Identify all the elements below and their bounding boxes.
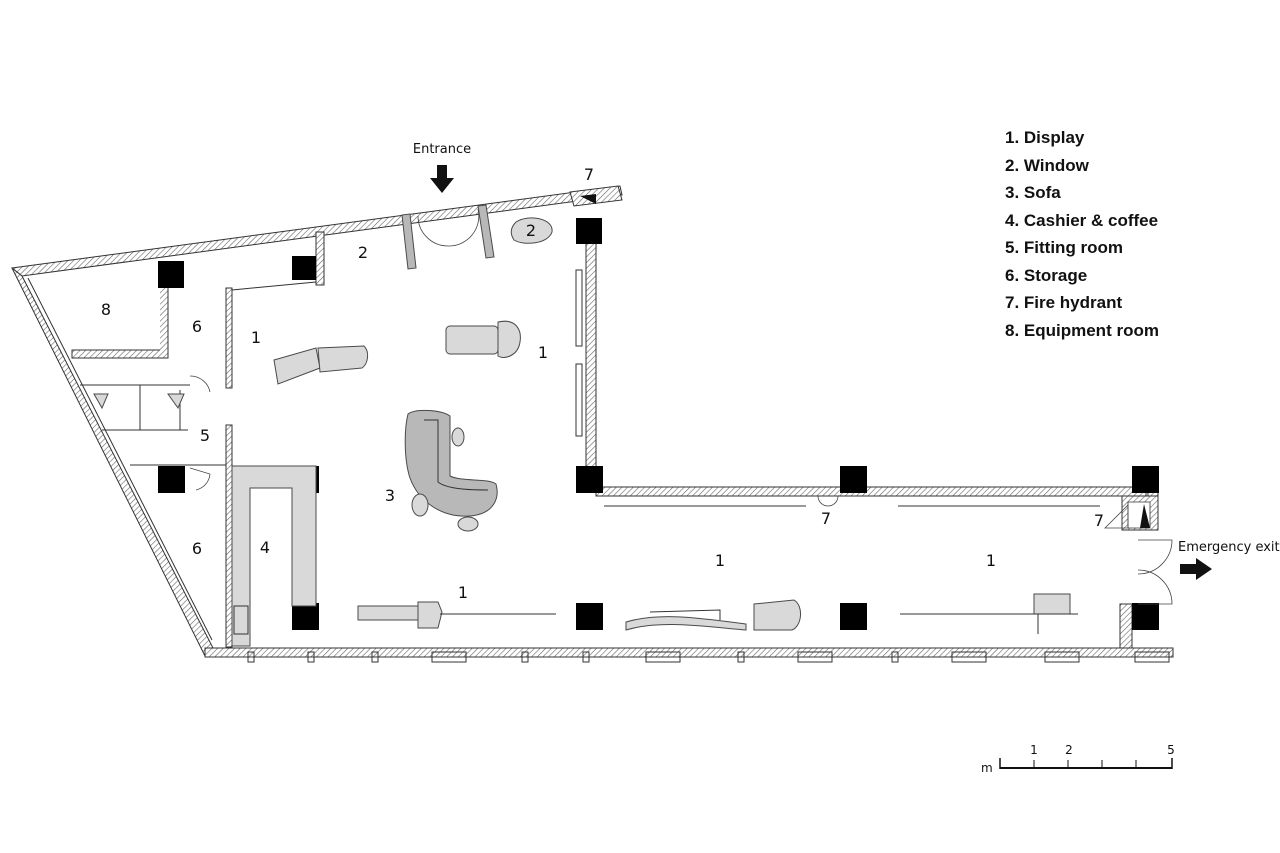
room-number-fitting-room: 5 (200, 426, 210, 445)
sofa (404, 409, 498, 532)
room-number-display: 1 (251, 328, 261, 347)
legend-item-equipment-room: 8. Equipment room (1005, 320, 1159, 340)
room-number-storage: 6 (192, 539, 202, 558)
legend-item-storage: 6. Storage (1005, 265, 1088, 285)
room-number-fire-hydrant: 7 (821, 509, 831, 528)
room-number-display: 1 (986, 551, 996, 570)
scale-tick-label: 2 (1065, 743, 1073, 757)
room-number-display: 1 (458, 583, 468, 602)
legend-item-fire-hydrant: 7. Fire hydrant (1005, 293, 1123, 312)
legend: 1. Display 2. Window 3. Sofa 4. Cashier … (1005, 124, 1159, 344)
scale-tick-label: 1 (1030, 743, 1038, 757)
legend-item-window: 2. Window (1005, 155, 1089, 175)
room-number-equipment: 8 (101, 300, 111, 319)
scale-tick-label: 5 (1167, 743, 1175, 757)
room-number-window: 2 (358, 243, 368, 262)
scale-unit-label: m (981, 761, 993, 775)
room-number-window: 2 (526, 221, 536, 240)
emergency-exit-door (1137, 539, 1173, 605)
outer-walls (10, 185, 1174, 658)
scale-bar: m 1 2 5 (981, 743, 1175, 775)
entrance-label: Entrance (413, 142, 471, 157)
bottom-window-mullions (247, 651, 1170, 663)
room-number-display: 1 (715, 551, 725, 570)
room-number-fire-hydrant: 7 (584, 165, 594, 184)
legend-item-sofa: 3. Sofa (1005, 183, 1061, 202)
room-number-cashier: 4 (260, 538, 270, 557)
legend-item-display: 1. Display (1005, 128, 1085, 147)
room-numbers: 1 1 1 1 1 2 2 3 4 5 6 6 7 7 7 8 (101, 165, 1104, 602)
fire-hydrant-boxes (569, 185, 1159, 531)
emergency-exit-arrow (1180, 558, 1212, 580)
display-fixtures (273, 217, 1100, 634)
legend-item-fitting-room: 5. Fitting room (1005, 238, 1124, 257)
room-number-display: 1 (538, 343, 548, 362)
cashier-counter (231, 465, 317, 647)
emergency-exit-label: Emergency exit (1178, 540, 1280, 555)
legend-item-cashier-coffee: 4. Cashier & coffee (1005, 210, 1159, 230)
fitting-room-fixtures (93, 375, 211, 491)
entrance-door (401, 204, 495, 270)
entrance-arrow (430, 165, 454, 193)
room-number-sofa: 3 (385, 486, 395, 505)
room-number-fire-hydrant: 7 (1094, 511, 1104, 530)
room-number-storage: 6 (192, 317, 202, 336)
